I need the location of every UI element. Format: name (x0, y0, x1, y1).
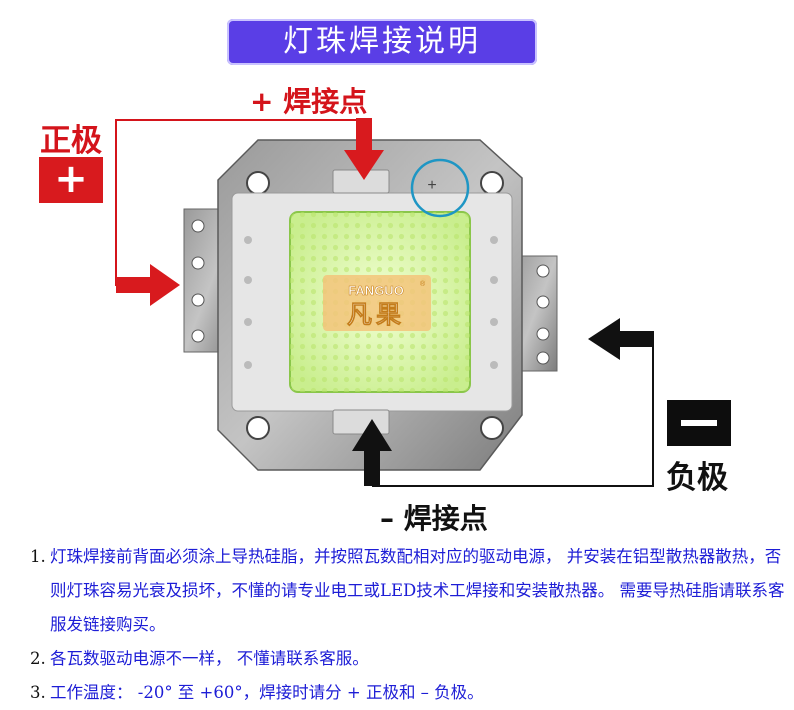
positive-pole-label: 正极 (40, 123, 102, 159)
fanguo-logo: FANGUO ® 凡果 (323, 275, 431, 331)
note-number: 3. (30, 683, 46, 702)
trademark-text: ® (420, 280, 426, 288)
arrow-up-black-icon (352, 419, 392, 486)
positive-solder-point-label: + 焊接点 (250, 85, 368, 118)
note-item: 3. 工作温度： -20° 至 +60°，焊接时请分 + 正极和 – 负极。 (30, 676, 790, 710)
instruction-notes: 1. 灯珠焊接前背面必须涂上导热硅脂，并按照瓦数配相对应的驱动电源， 并安装在铝… (30, 540, 790, 710)
negative-solder-point-label: – 焊接点 (380, 502, 488, 535)
highlight-ring (410, 158, 470, 218)
chip-plus-mark: + (427, 177, 436, 194)
note-item: 2. 各瓦数驱动电源不一样， 不懂请联系客服。 (30, 642, 790, 676)
led-chip-diagram: FANGUO ® 凡果 + (115, 118, 654, 487)
arrow-down-red-icon (344, 118, 384, 180)
note-text: 各瓦数驱动电源不一样， 不懂请联系客服。 (50, 649, 369, 668)
brand-cn-text: 凡果 (347, 300, 405, 329)
note-number: 1. (30, 547, 46, 566)
minus-icon (667, 400, 731, 446)
note-item: 1. 灯珠焊接前背面必须涂上导热硅脂，并按照瓦数配相对应的驱动电源， 并安装在铝… (30, 540, 790, 642)
note-text: 灯珠焊接前背面必须涂上导热硅脂，并按照瓦数配相对应的驱动电源， 并安装在铝型散热… (50, 547, 785, 634)
note-number: 2. (30, 649, 46, 668)
arrow-left-black-icon (588, 318, 654, 360)
plus-icon: + (39, 157, 103, 203)
negative-pole-label: 负极 (666, 460, 728, 496)
title-banner: 灯珠焊接说明 (227, 19, 537, 65)
note-text: 工作温度： -20° 至 +60°，焊接时请分 + 正极和 – 负极。 (50, 683, 484, 702)
brand-en-text: FANGUO (348, 283, 404, 298)
arrow-right-red-icon (116, 264, 180, 306)
